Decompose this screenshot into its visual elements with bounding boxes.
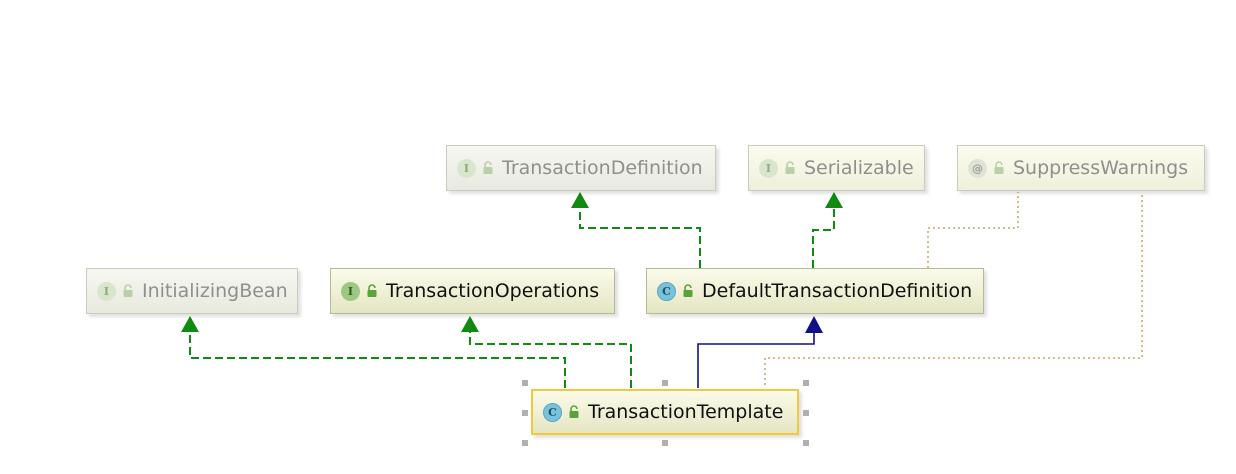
edge-default-to-serializable [812,196,835,268]
resize-handle-se[interactable] [803,440,809,446]
unlock-icon [683,284,693,297]
unlock-icon [483,161,493,174]
node-label: SuppressWarnings [1013,157,1189,179]
arrowhead-transaction-operations [461,316,479,332]
unlock-icon [569,405,579,418]
unlock-icon [785,161,795,174]
node-label: TransactionTemplate [588,401,784,423]
interface-icon: I [97,281,116,301]
node-initializing-bean[interactable]: I InitializingBean [86,268,298,314]
edge-template-to-initializing-bean [189,320,566,388]
resize-handle-sw[interactable] [522,440,528,446]
node-default-transaction-definition[interactable]: C DefaultTransactionDefinition [646,268,984,314]
node-label: TransactionDefinition [502,157,703,179]
resize-handle-w[interactable] [522,410,528,416]
class-icon: C [657,281,676,301]
edge-default-to-transaction-definition [579,196,701,268]
edge-template-to-transaction-operations [469,320,632,388]
resize-handle-nw[interactable] [522,380,528,386]
edge-template-suppress-warnings [764,192,1143,385]
edge-default-suppress-warnings [927,192,1019,268]
node-transaction-template[interactable]: C TransactionTemplate [531,389,799,435]
unlock-icon [123,284,133,297]
arrowhead-transaction-definition [571,192,589,208]
annotation-icon: @ [968,158,987,178]
class-icon: C [543,402,562,422]
unlock-icon [994,161,1004,174]
edge-template-extends-default [697,320,815,388]
node-transaction-operations[interactable]: I TransactionOperations [330,268,615,314]
node-serializable[interactable]: I Serializable [748,145,925,191]
resize-handle-s[interactable] [662,440,668,446]
resize-handle-n[interactable] [662,380,668,386]
resize-handle-e[interactable] [803,410,809,416]
interface-icon: I [759,158,778,178]
interface-icon: I [457,158,476,178]
arrowhead-initializing-bean [181,316,199,332]
interface-icon: I [341,281,360,301]
unlock-icon [367,284,377,297]
node-label: DefaultTransactionDefinition [702,280,973,302]
arrowhead-serializable [825,192,843,208]
node-suppress-warnings[interactable]: @ SuppressWarnings [957,145,1205,191]
arrowhead-default-transaction-definition [805,316,823,333]
node-transaction-definition[interactable]: I TransactionDefinition [446,145,716,191]
resize-handle-ne[interactable] [803,380,809,386]
node-label: Serializable [804,157,914,179]
node-label: InitializingBean [142,280,288,302]
node-label: TransactionOperations [386,280,600,302]
